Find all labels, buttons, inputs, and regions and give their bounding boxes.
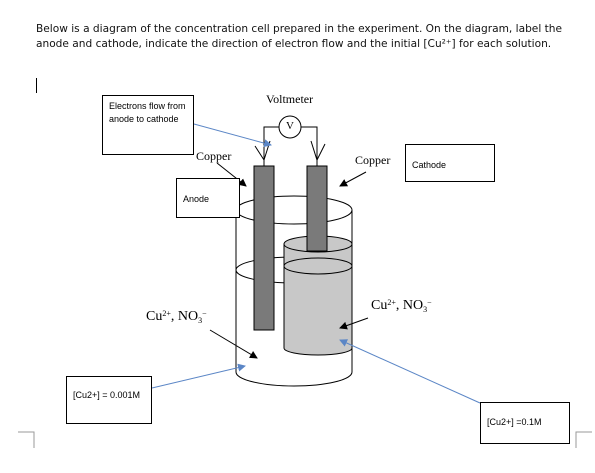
left-concentration-textbox[interactable]: [Cu2+] = 0.001M bbox=[66, 376, 152, 424]
right-electrode-label: Copper bbox=[355, 153, 391, 167]
voltmeter-symbol: V bbox=[286, 120, 294, 132]
right-concentration-textbox[interactable]: [Cu2+] =0.1M bbox=[480, 402, 570, 444]
left-solution-ions: Cu2+, NO3− bbox=[146, 309, 207, 325]
anode-textbox[interactable]: Anode bbox=[176, 178, 240, 218]
text-cursor bbox=[36, 78, 37, 93]
page-margin-corner-right bbox=[575, 431, 592, 448]
electron-flow-textbox[interactable]: Electrons flow from anode to cathode bbox=[102, 95, 194, 155]
inner-beaker bbox=[283, 235, 353, 356]
question-text: Below is a diagram of the concentration … bbox=[36, 23, 563, 50]
voltmeter-circle bbox=[278, 115, 302, 139]
right-copper-electrode bbox=[306, 165, 328, 252]
voltmeter-label: Voltmeter bbox=[266, 92, 314, 106]
left-copper-electrode bbox=[253, 165, 275, 331]
cathode-textbox[interactable]: Cathode bbox=[405, 144, 495, 182]
left-electrode-label: Copper bbox=[196, 149, 232, 163]
page-margin-corner-left bbox=[18, 431, 35, 448]
right-solution-ions: Cu2+, NO3− bbox=[371, 298, 432, 314]
circuit-wires bbox=[254, 126, 326, 166]
